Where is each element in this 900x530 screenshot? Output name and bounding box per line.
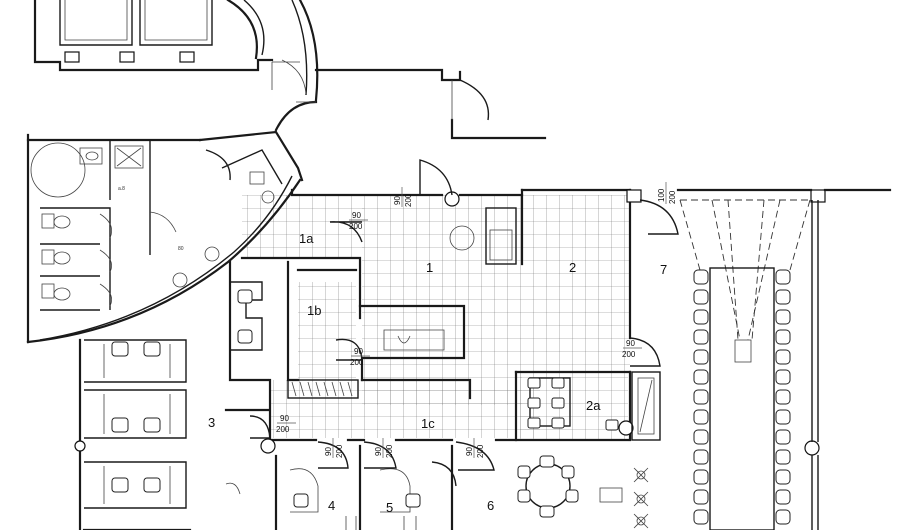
svg-text:90: 90 [465,447,474,456]
room-labels: 1a 1 1b 1c 2 2a 3 4 5 6 7 [208,231,667,515]
conference-chair [693,309,709,325]
fixture-tag: a.8 [118,186,125,192]
conference-chair [775,509,791,525]
conference-chair [775,269,791,285]
conference-chair [693,449,709,465]
room-label-1c: 1c [421,416,435,431]
room-3-workstations [84,281,263,509]
conference-chair [775,429,791,445]
door-tag-d5: 90 200 [276,414,296,434]
door-tag-d9: 100 200 [657,182,677,204]
svg-text:200: 200 [476,444,485,458]
conference-chair [693,289,709,305]
conference-chair [775,489,791,505]
room-label-4: 4 [328,498,335,513]
conference-chair [693,369,709,385]
room-label-5: 5 [386,500,393,515]
room-label-2a: 2a [586,398,601,413]
svg-text:90: 90 [352,211,361,220]
conference-chair [775,289,791,305]
kitchen-fixtures [287,207,517,399]
door-dimensions: 90 200 90 200 90 200 90 200 90 200 90 20… [276,182,677,458]
conference-chair [693,269,709,285]
svg-text:100: 100 [657,188,666,202]
svg-text:200: 200 [350,358,364,367]
svg-text:90: 90 [280,414,289,423]
room-2a-furniture [527,371,661,441]
elevator-core [33,0,319,102]
outer-wall-top [274,68,547,140]
svg-text:200: 200 [335,444,344,458]
restroom-block: a.8 80 [26,130,304,344]
svg-text:200: 200 [349,222,363,231]
conference-chair [693,489,709,505]
svg-text:200: 200 [668,190,677,204]
door-tag-d6: 90 200 [324,438,344,458]
conference-chair [775,409,791,425]
fixture-tag: 80 [178,246,184,252]
room-label-1a: 1a [299,231,314,246]
conference-chair [775,349,791,365]
door-swings [249,159,679,487]
svg-text:200: 200 [385,444,394,458]
conference-chair [775,369,791,385]
conference-chair [693,429,709,445]
conference-chair [775,389,791,405]
conference-chair [693,349,709,365]
room-label-2: 2 [569,260,576,275]
room-label-6: 6 [487,498,494,513]
door-tag-d4: 90 200 [350,347,370,367]
svg-text:90: 90 [324,447,333,456]
conference-chair [775,309,791,325]
conference-chair [693,389,709,405]
room-label-7: 7 [660,262,667,277]
conference-chair [693,469,709,485]
conference-chair [693,409,709,425]
conference-chair [775,449,791,465]
svg-text:90: 90 [626,339,635,348]
door-tag-d3: 90 200 [622,339,642,359]
door-tag-d7: 90 200 [374,438,394,458]
door-tag-d2: 90 200 [393,187,413,207]
conference-chair [775,329,791,345]
door-tag-d1: 90 200 [349,211,368,231]
lower-offices-furniture [289,455,649,530]
svg-text:90: 90 [354,347,363,356]
room-label-1: 1 [426,260,433,275]
svg-text:90: 90 [393,196,402,205]
svg-text:200: 200 [404,193,413,207]
interior-walls [78,188,632,530]
svg-text:90: 90 [374,447,383,456]
room-label-3: 3 [208,415,215,430]
room-label-1b: 1b [307,303,321,318]
conference-chair [693,329,709,345]
conference-chair [775,469,791,485]
svg-text:200: 200 [622,350,636,359]
svg-text:200: 200 [276,425,290,434]
conference-chair [693,509,709,525]
door-tag-d8: 90 200 [465,438,485,458]
conference-room [676,188,892,530]
